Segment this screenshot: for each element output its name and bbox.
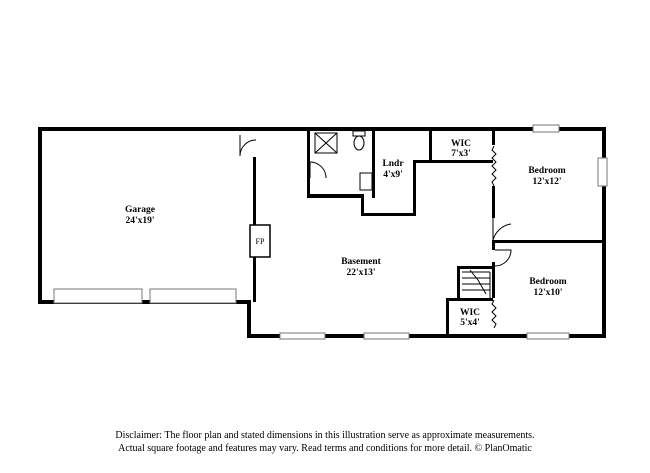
basement-name: Basement — [341, 257, 381, 267]
fireplace — [249, 224, 271, 258]
bedroom-partition — [491, 127, 606, 250]
wic-top-name: WIC — [451, 139, 471, 149]
basement-dims: 22'x13' — [346, 268, 375, 278]
garage-doors — [53, 288, 237, 304]
disclaimer-line-1: Disclaimer: The floor plan and stated di… — [115, 430, 535, 441]
room-labels: Garage 24'x19' Basement 22'x13' Lndr 4'x… — [125, 139, 567, 328]
garage-dims: 24'x19' — [125, 216, 154, 226]
disclaimer: Disclaimer: The floor plan and stated di… — [0, 429, 650, 455]
wic-bottom-walls — [446, 262, 497, 338]
wic-top-walls — [429, 127, 493, 163]
bedroom-top-dims: 12'x12' — [532, 177, 561, 187]
garage-name: Garage — [125, 205, 155, 215]
bedroom-bottom-dims: 12'x10' — [533, 288, 562, 298]
laundry-dims: 4'x9' — [383, 170, 403, 180]
garage-door-swing — [239, 135, 257, 157]
exterior-walls — [38, 127, 606, 338]
disclaimer-line-2: Actual square footage and features may v… — [118, 443, 532, 454]
wic-top-dims: 7'x3' — [451, 149, 471, 159]
bathroom — [307, 127, 375, 198]
bedroom-door-swing — [494, 249, 512, 267]
bedroom-bottom-name: Bedroom — [529, 277, 566, 287]
laundry-name: Lndr — [382, 159, 404, 169]
fireplace-label: FP — [256, 237, 265, 246]
laundry-walls — [361, 160, 433, 216]
stairs — [446, 266, 493, 301]
garage-wall — [253, 157, 256, 302]
windows — [279, 124, 608, 340]
wic-bottom-name: WIC — [460, 308, 480, 318]
bedroom-top-name: Bedroom — [528, 166, 565, 176]
wic-bottom-dims: 5'x4' — [460, 318, 480, 328]
